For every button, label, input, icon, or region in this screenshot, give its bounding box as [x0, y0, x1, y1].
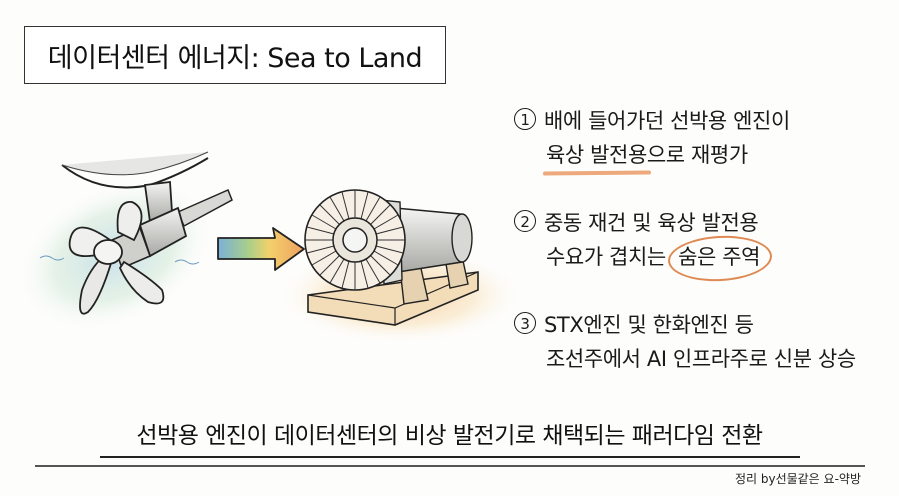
number-badge: 2: [514, 210, 536, 232]
propeller-icon: [15, 151, 233, 333]
arrow-right-icon: [217, 227, 305, 271]
illustration: [15, 151, 520, 345]
divider-inner: [100, 456, 800, 458]
circled-highlight: 숨은 주역: [672, 240, 766, 274]
summary-text: 선박용 엔진이 데이터센터의 비상 발전기로 채택되는 패러다임 전환: [136, 423, 763, 449]
divider-outer: [35, 465, 865, 467]
point-text: 조선주에서 AI 인프라주로 신분 상승: [546, 347, 856, 371]
turbine-generator-icon: [275, 189, 520, 345]
number-badge: 3: [514, 312, 536, 334]
number-badge: 1: [514, 108, 536, 130]
point-text: 중동 재건 및 육상 발전용: [544, 211, 759, 235]
point-text: 배에 들어가던 선박용 엔진이: [544, 109, 790, 133]
page-title: 데이터센터 에너지: Sea to Land: [47, 42, 423, 74]
key-points: 1 배에 들어가던 선박용 엔진이 육상 발전용으로 재평가 2 중동 재건 및 육…: [514, 104, 894, 410]
point-text: STX엔진 및 한화엔진 등: [544, 313, 754, 337]
underlined-highlight: 육상 발전용: [546, 138, 647, 172]
point-text: 수요가 겹치는: [546, 245, 673, 269]
point-text: 으로 재평가: [646, 143, 748, 167]
title-box: 데이터센터 에너지: Sea to Land: [24, 26, 446, 84]
credit-text: 정리 by선물같은 요-약방: [734, 472, 861, 486]
point-2: 2 중동 재건 및 육상 발전용 수요가 겹치는 숨은 주역: [514, 206, 894, 274]
point-3: 3 STX엔진 및 한화엔진 등 조선주에서 AI 인프라주로 신분 상승: [514, 308, 894, 376]
point-1: 1 배에 들어가던 선박용 엔진이 육상 발전용으로 재평가: [514, 104, 894, 172]
